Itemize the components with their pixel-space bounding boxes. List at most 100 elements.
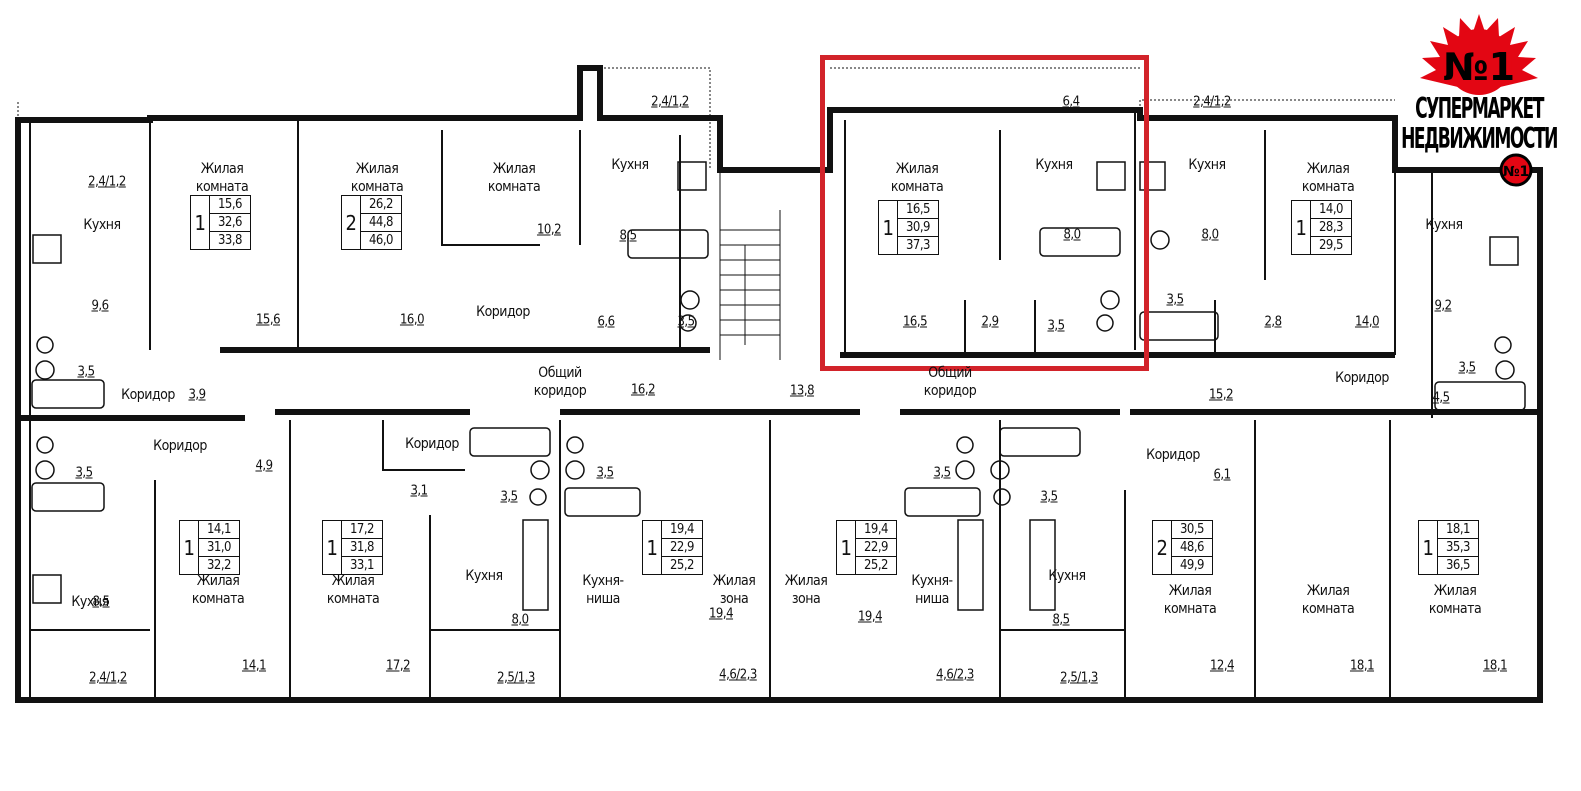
- area-value: 15,6: [255, 312, 281, 328]
- area-value: 3,5: [1047, 318, 1065, 334]
- exterior-wall: [15, 65, 1543, 703]
- room-label: Жилая комната: [326, 573, 380, 607]
- area-excl-balcony: 31,0: [199, 539, 239, 557]
- area-value: 2,4/1,2: [88, 174, 126, 190]
- room-label: Кухня: [1425, 217, 1463, 233]
- corridor-wall-top: [220, 347, 1395, 358]
- logo-sunburst-icon: №1 №1: [1420, 14, 1538, 187]
- room-label: Коридор: [153, 438, 207, 454]
- room-label: Жилая комната: [195, 161, 249, 195]
- room-label: Общий коридор: [923, 365, 977, 399]
- area-value: 3,5: [596, 465, 614, 481]
- area-value: 3,1: [410, 483, 428, 499]
- selected-apartment-highlight: [820, 55, 1149, 371]
- area-excl-balcony: 48,6: [1172, 539, 1212, 557]
- total-area: 49,9: [1179, 558, 1205, 573]
- room-label: Жилая комната: [890, 161, 944, 195]
- living-area: 19,4: [856, 521, 896, 539]
- room-label: Кухня- ниша: [911, 573, 953, 607]
- total-area: 25,2: [669, 558, 695, 573]
- living-area: 14,0: [1311, 201, 1351, 219]
- area-value: 3,5: [677, 314, 695, 330]
- area-value: 19,4: [857, 609, 883, 625]
- living-area: 30,5: [1172, 521, 1212, 539]
- area-value: 14,1: [241, 658, 267, 674]
- room-count: 1: [323, 521, 342, 574]
- area-value: 4,6/2,3: [719, 667, 757, 683]
- area-value: 3,5: [500, 489, 518, 505]
- area-excl-balcony: 35,3: [1438, 539, 1478, 557]
- area-excl-balcony: 30,9: [898, 219, 938, 237]
- area-value: 4,9: [255, 458, 273, 474]
- room-label: Жилая комната: [350, 161, 404, 195]
- room-count: 1: [837, 521, 856, 574]
- area-value: 6,1: [1213, 467, 1231, 483]
- total-area: 33,8: [217, 233, 243, 248]
- toilet-icon: [35, 230, 1515, 506]
- logo-line2: НЕДВИЖИМОСТИ: [1401, 122, 1558, 156]
- logo-badge: №1: [1443, 45, 1515, 89]
- room-label: Жилая комната: [191, 573, 245, 607]
- area-value: 2,4/1,2: [1193, 94, 1231, 110]
- room-label: Коридор: [476, 304, 530, 320]
- room-count: 1: [191, 196, 210, 249]
- room-count: 1: [180, 521, 199, 574]
- stairwell: [719, 170, 781, 360]
- living-area: 18,1: [1438, 521, 1478, 539]
- room-label: Кухня: [83, 217, 121, 233]
- living-area: 15,6: [210, 196, 250, 214]
- area-excl-balcony: 28,3: [1311, 219, 1351, 237]
- room-label: Кухня- ниша: [582, 573, 624, 607]
- area-value: 15,2: [1208, 387, 1234, 403]
- area-value: 16,0: [399, 312, 425, 328]
- living-area: 14,1: [199, 521, 239, 539]
- area-value: 12,4: [1209, 658, 1235, 674]
- partition: [29, 110, 1433, 700]
- corridor-wall-bottom: [18, 409, 1540, 421]
- balcony-outline: [17, 67, 1395, 170]
- living-area: 19,4: [662, 521, 702, 539]
- bathtub-icon: [31, 227, 1526, 517]
- area-excl-balcony: 22,9: [856, 539, 896, 557]
- room-label: Жилая комната: [487, 161, 541, 195]
- area-value: 3,5: [75, 465, 93, 481]
- area-value: 3,5: [1458, 360, 1476, 376]
- room-label: Кухня: [611, 157, 649, 173]
- room-count: 1: [1292, 201, 1311, 254]
- area-value: 10,2: [536, 222, 562, 238]
- room-label: Кухня: [1188, 157, 1226, 173]
- logo: №1 №1 СУПЕРМАРКЕТ НЕДВИЖИМОСТИ: [1398, 12, 1560, 187]
- room-label: Жилая комната: [1301, 583, 1355, 617]
- area-value: 18,1: [1349, 658, 1375, 674]
- room-label: Коридор: [405, 436, 459, 452]
- area-value: 3,5: [933, 465, 951, 481]
- area-excl-balcony: 44,8: [361, 214, 401, 232]
- room-label: Общий коридор: [533, 365, 587, 399]
- total-area: 37,3: [905, 238, 931, 253]
- room-label: Коридор: [1146, 447, 1200, 463]
- total-area: 32,2: [206, 558, 232, 573]
- room-count: 2: [1153, 521, 1172, 574]
- area-value: 3,9: [188, 387, 206, 403]
- area-value: 2,9: [981, 314, 999, 330]
- area-value: 8,0: [1201, 227, 1219, 243]
- area-value: 8,5: [619, 228, 637, 244]
- room-count: 1: [1419, 521, 1438, 574]
- area-excl-balcony: 22,9: [662, 539, 702, 557]
- area-value: 2,8: [1264, 314, 1282, 330]
- area-value: 9,2: [1434, 298, 1452, 314]
- area-value: 18,1: [1482, 658, 1508, 674]
- logo-line1: СУПЕРМАРКЕТ: [1415, 92, 1544, 126]
- total-area: 29,5: [1318, 238, 1344, 253]
- total-area: 25,2: [863, 558, 889, 573]
- area-value: 8,0: [511, 612, 529, 628]
- room-label: Жилая комната: [1301, 161, 1355, 195]
- area-value: 2,5/1,3: [1060, 670, 1098, 686]
